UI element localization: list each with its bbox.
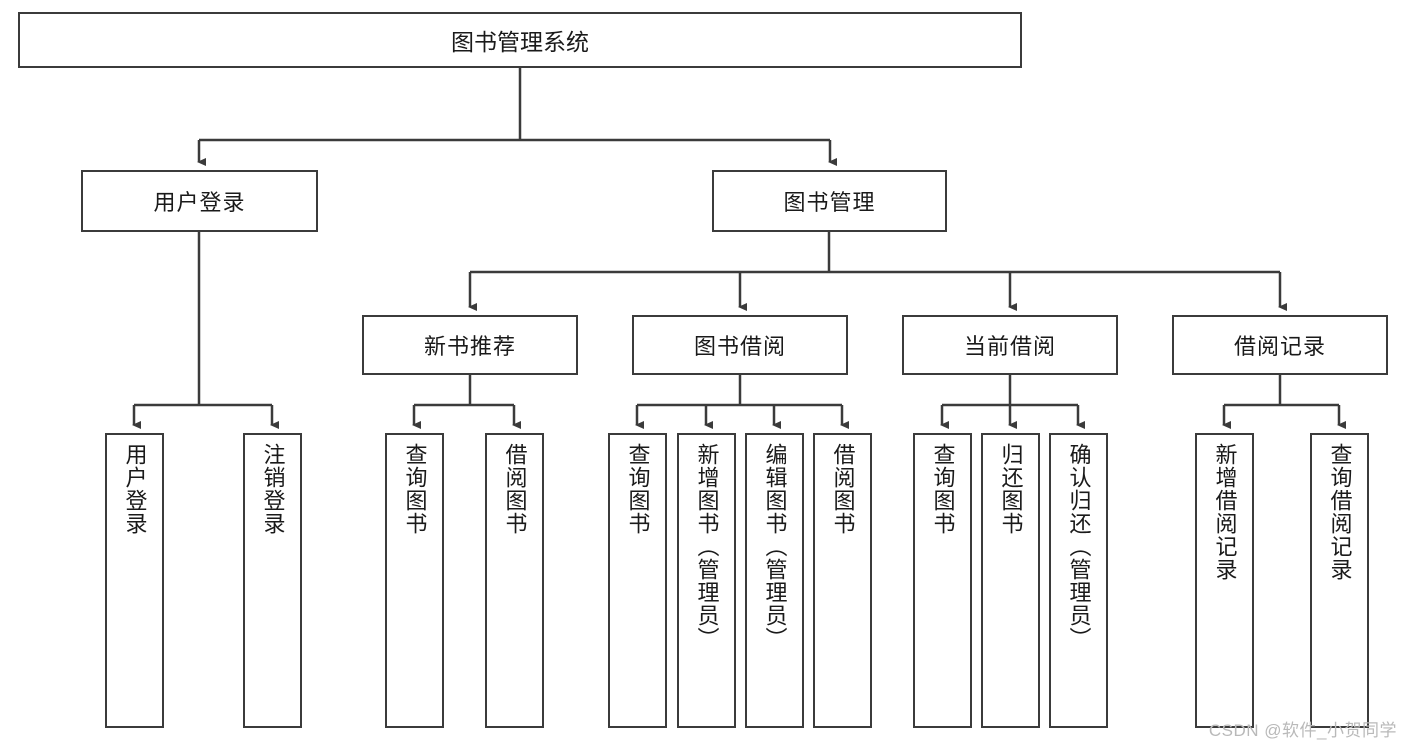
node-leaf-borrow-book-2[interactable]: 借阅图书	[813, 433, 872, 728]
node-label: 用户登录	[122, 443, 148, 535]
node-leaf-query-book-2[interactable]: 查询图书	[608, 433, 667, 728]
node-label: 归还图书	[998, 443, 1024, 535]
node-new-book-recommend[interactable]: 新书推荐	[362, 315, 578, 375]
node-label: 注销登录	[260, 443, 286, 535]
node-label: 查询借阅记录	[1327, 443, 1353, 581]
node-leaf-user-logout[interactable]: 注销登录	[243, 433, 302, 728]
node-leaf-user-login[interactable]: 用户登录	[105, 433, 164, 728]
node-label: 借阅图书	[502, 443, 528, 535]
node-label: 新书推荐	[423, 334, 516, 359]
node-leaf-add-book[interactable]: 新增图书（管理员）	[677, 433, 736, 728]
node-label: 新增借阅记录	[1212, 443, 1238, 581]
node-label: 确认归还（管理员）	[1066, 443, 1092, 650]
node-leaf-query-book-1[interactable]: 查询图书	[385, 433, 444, 728]
watermark: CSDN @软件_小贺同学	[1208, 721, 1397, 740]
node-current-borrow[interactable]: 当前借阅	[902, 315, 1118, 375]
node-label: 新增图书（管理员）	[694, 443, 720, 650]
node-leaf-add-borrow-record[interactable]: 新增借阅记录	[1195, 433, 1254, 728]
node-label: 用户登录	[153, 190, 246, 215]
node-book-borrow[interactable]: 图书借阅	[632, 315, 848, 375]
node-label: 查询图书	[625, 443, 651, 535]
node-label: 借阅记录	[1233, 334, 1326, 359]
node-user-login[interactable]: 用户登录	[81, 170, 318, 232]
node-label: 查询图书	[930, 443, 956, 535]
node-label: 当前借阅	[963, 334, 1056, 359]
node-label: 借阅图书	[830, 443, 856, 535]
node-label: 图书借阅	[693, 334, 786, 359]
node-label: 图书管理系统	[451, 29, 589, 55]
node-leaf-edit-book[interactable]: 编辑图书（管理员）	[745, 433, 804, 728]
node-leaf-return-book[interactable]: 归还图书	[981, 433, 1040, 728]
node-label: 编辑图书（管理员）	[762, 443, 788, 650]
node-leaf-query-borrow-record[interactable]: 查询借阅记录	[1310, 433, 1369, 728]
node-label: 图书管理	[783, 190, 876, 215]
node-leaf-confirm-return[interactable]: 确认归还（管理员）	[1049, 433, 1108, 728]
node-leaf-borrow-book-1[interactable]: 借阅图书	[485, 433, 544, 728]
node-borrow-record[interactable]: 借阅记录	[1172, 315, 1388, 375]
node-root-system[interactable]: 图书管理系统	[18, 12, 1022, 68]
node-book-manage[interactable]: 图书管理	[712, 170, 947, 232]
node-label: 查询图书	[402, 443, 428, 535]
node-leaf-query-book-3[interactable]: 查询图书	[913, 433, 972, 728]
